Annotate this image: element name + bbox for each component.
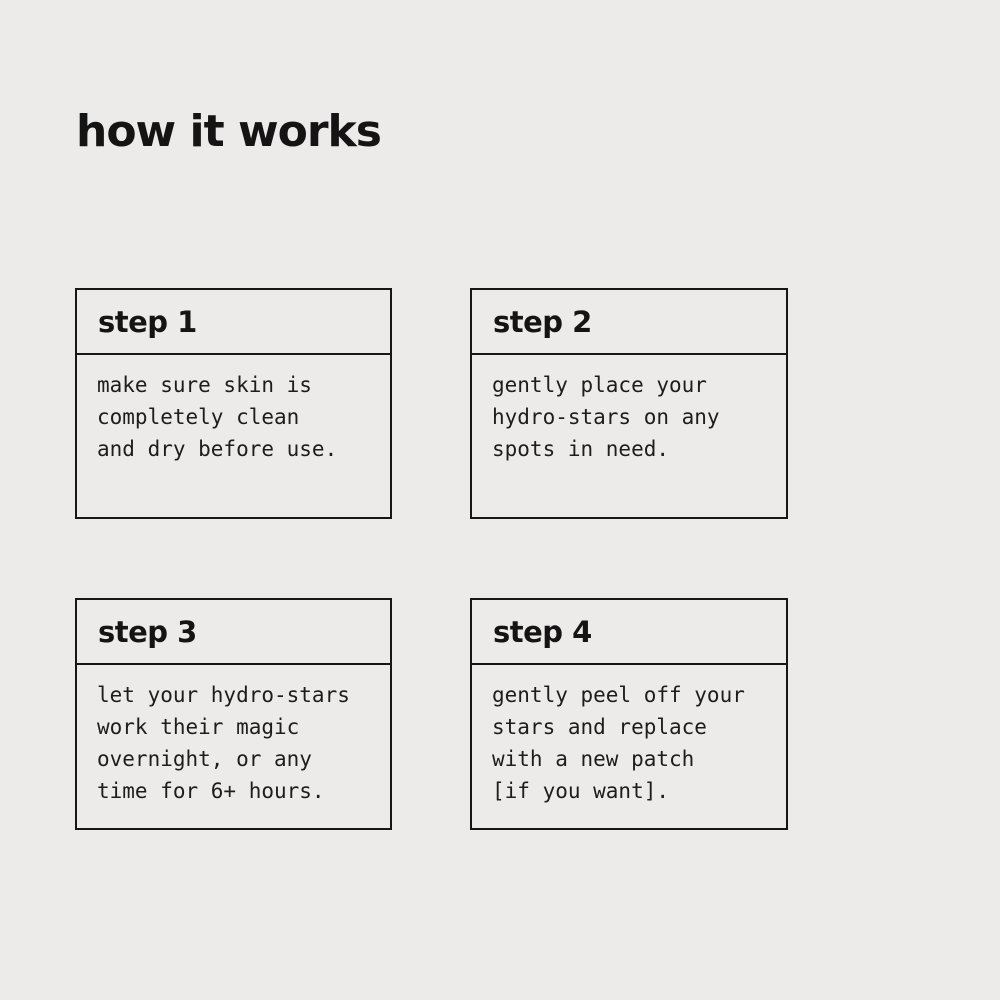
step-4-description: gently peel off your stars and replace w…	[492, 683, 745, 803]
page-title: how it works	[76, 106, 382, 157]
step-card-2: step 2 gently place your hydro-stars on …	[470, 288, 788, 519]
step-card-3: step 3 let your hydro-stars work their m…	[75, 598, 392, 830]
step-card-4: step 4 gently peel off your stars and re…	[470, 598, 788, 830]
step-1-description: make sure skin is completely clean and d…	[97, 373, 338, 461]
step-4-label: step 4	[472, 600, 786, 665]
step-3-label: step 3	[77, 600, 390, 665]
step-2-description: gently place your hydro-stars on any spo…	[492, 373, 720, 461]
step-card-1: step 1 make sure skin is completely clea…	[75, 288, 392, 519]
step-3-description: let your hydro-stars work their magic ov…	[97, 683, 350, 803]
step-1-label: step 1	[77, 290, 390, 355]
step-2-label: step 2	[472, 290, 786, 355]
